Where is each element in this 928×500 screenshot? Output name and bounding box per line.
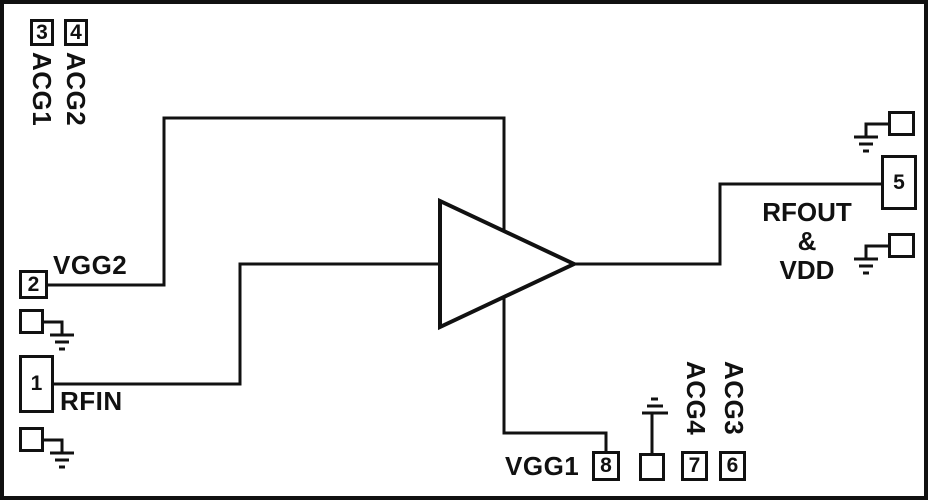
pin-number-5: 5 — [893, 170, 905, 194]
label-acg4: ACG4 — [681, 361, 711, 436]
pin-box-4: 4 — [64, 19, 88, 46]
label-acg1: ACG1 — [27, 52, 57, 127]
pin-box-8: 8 — [592, 451, 620, 481]
ground-symbol-right-upper-icon — [854, 122, 888, 153]
label-acg2: ACG2 — [61, 52, 91, 127]
ground-symbol-left-upper-icon — [44, 320, 74, 351]
pin-box-5: 5 — [881, 155, 917, 210]
pin-number-7: 7 — [688, 454, 701, 477]
pin-box-1: 1 — [19, 355, 54, 413]
wire-vgg1 — [502, 284, 608, 451]
pin-box-2: 2 — [19, 270, 48, 299]
ground-pad-right-upper — [888, 111, 915, 136]
pin-number-2: 2 — [27, 272, 40, 296]
ground-pad-right-lower — [888, 233, 915, 258]
label-vgg1: VGG1 — [505, 451, 580, 481]
label-rfout-line2: & — [797, 226, 817, 256]
label-rfin: RFIN — [60, 386, 123, 416]
label-rfout-line3: VDD — [779, 255, 835, 285]
pin-box-3: 3 — [30, 19, 54, 46]
ground-symbol-bottom-icon — [642, 397, 668, 453]
pin-number-3: 3 — [36, 20, 48, 44]
pin-number-1: 1 — [30, 372, 43, 395]
label-acg3: ACG3 — [719, 361, 749, 436]
pin-box-7: 7 — [681, 451, 708, 481]
ground-pad-left-upper — [19, 309, 44, 334]
pin-number-6: 6 — [726, 454, 739, 477]
label-vgg2: VGG2 — [53, 250, 128, 280]
ground-pad-left-lower — [19, 427, 44, 452]
ground-pad-bottom — [639, 453, 665, 481]
pin-number-4: 4 — [70, 20, 82, 44]
label-rfout-line1: RFOUT — [762, 197, 852, 227]
pin-number-8: 8 — [600, 454, 612, 477]
ground-symbol-left-lower-icon — [44, 438, 74, 469]
pin-box-6: 6 — [719, 451, 746, 481]
wire-rfin — [54, 262, 440, 386]
amplifier-triangle-icon — [438, 197, 579, 331]
label-rfout-vdd: RFOUT & VDD — [746, 198, 868, 285]
